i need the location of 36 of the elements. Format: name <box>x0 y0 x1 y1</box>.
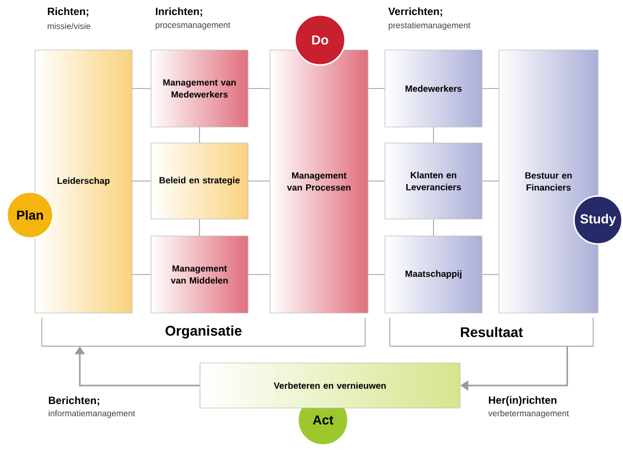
process-box: Beleid en strategie <box>150 142 248 220</box>
heading-text: Verrichten; <box>388 7 442 17</box>
connector <box>248 180 270 182</box>
heading-text: Berichten; <box>48 396 100 406</box>
process-box: Management van Middelen <box>150 236 248 314</box>
heading-text: Her(in)richten <box>488 396 556 406</box>
connector <box>368 274 386 275</box>
connector <box>482 274 500 275</box>
connector <box>132 180 152 182</box>
connector <box>199 218 200 236</box>
group-bracket: Resultaat <box>389 317 594 347</box>
heading-text: Inrichten; <box>156 7 202 17</box>
process-box: Klanten en Leveranciers <box>384 142 482 220</box>
process-box: Medewerkers <box>384 50 482 128</box>
subheading-text: procesmanagement <box>156 22 230 30</box>
process-box: Management van Processen <box>270 50 368 314</box>
connector <box>248 274 270 275</box>
process-box: Verbeteren en vernieuwen <box>200 362 460 408</box>
subheading-text: missie/visie <box>48 22 90 30</box>
connector <box>132 88 152 89</box>
connector <box>433 126 434 144</box>
connector <box>199 126 200 144</box>
subheading-text: informatiemanagement <box>48 410 136 418</box>
process-box: Maatschappij <box>384 236 482 314</box>
heading-text: Richten; <box>48 7 88 17</box>
subheading-text: verbetermanagement <box>488 410 569 418</box>
connector <box>433 218 434 236</box>
connector <box>482 88 500 89</box>
connector <box>482 180 500 182</box>
group-bracket: Organisatie <box>41 317 366 347</box>
connector <box>132 274 152 275</box>
connector <box>368 88 386 89</box>
connector <box>248 88 270 89</box>
subheading-text: prestatiemanagement <box>388 22 470 30</box>
process-box: Management van Medewerkers <box>150 50 248 128</box>
connector <box>368 180 386 182</box>
